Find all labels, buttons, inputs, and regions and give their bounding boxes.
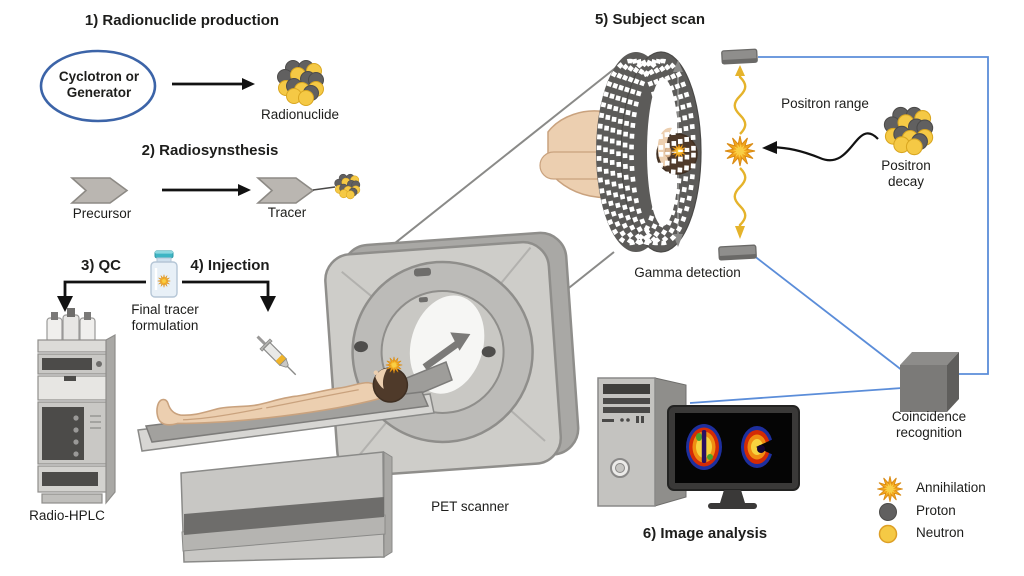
tracer-vial: [150, 250, 178, 298]
gamma-photon-up: [733, 65, 747, 135]
pet-brain-image-sagittal: [741, 426, 780, 468]
precursor-shape: [71, 177, 128, 204]
radio-hplc-instrument: [37, 308, 116, 505]
tracer-shape: [257, 173, 361, 204]
hplc-bottles: [46, 308, 96, 343]
scanner-bed: [137, 391, 435, 563]
arrow-radiosynthesis: [162, 184, 251, 196]
detector-crystals: [596, 58, 696, 246]
step6-title: 6) Image analysis: [642, 525, 768, 542]
arrow-production: [172, 78, 255, 90]
detector-block-top: [721, 48, 758, 65]
patient: [156, 367, 409, 426]
gamma-detector-ring: [596, 51, 702, 253]
syringe: [256, 335, 297, 376]
pet-scanner-gantry: [324, 231, 580, 477]
coincidence-label: Coincidence recognition: [869, 409, 989, 441]
pet-brain-image-axial: [686, 424, 722, 470]
step5-title: 5) Subject scan: [594, 11, 706, 28]
bore-arrow: [422, 332, 471, 371]
pet-scanner-label: PET scanner: [431, 499, 509, 514]
positron-decay-label: Positron decay: [866, 158, 946, 190]
final-tracer-line2: formulation: [131, 318, 199, 333]
positron-decay-nucleus: [883, 106, 934, 156]
arrow-qc: [57, 280, 146, 312]
final-tracer-line1: Final tracer: [131, 302, 199, 317]
gamma-photon-down: [733, 167, 747, 239]
step4-title: 4) Injection: [190, 257, 270, 274]
coincidence-line1: Coincidence: [891, 409, 967, 424]
step2-title: 2) Radiosynsthesis: [141, 142, 279, 159]
cyclotron-label-line1: Cyclotron or: [58, 69, 140, 84]
precursor-label: Precursor: [72, 206, 132, 221]
proton-icon: [879, 503, 897, 521]
tracer-label: Tracer: [267, 205, 307, 220]
legend-proton-label: Proton: [916, 503, 956, 518]
annihilation-starburst: [724, 135, 756, 167]
positron-decay-line2: decay: [887, 174, 925, 189]
step3-title: 3) QC: [80, 257, 121, 274]
positron-range-arrow: [762, 132, 879, 162]
radionuclide-label: Radionuclide: [260, 107, 340, 122]
legend-annihilation-label: Annihilation: [916, 480, 986, 495]
final-tracer-label: Final tracer formulation: [117, 302, 213, 334]
radionuclide-cluster: [277, 60, 324, 106]
coincidence-cube: [900, 352, 959, 412]
annihilation-icon: [876, 475, 904, 503]
positron-decay-line1: Positron: [881, 158, 931, 173]
legend-glyphs: [876, 475, 904, 544]
gamma-detection-label: Gamma detection: [634, 265, 741, 280]
positron-range-label: Positron range: [781, 96, 869, 111]
cyclotron-label: Cyclotron or Generator: [48, 69, 150, 101]
coincidence-line2: recognition: [895, 425, 963, 440]
cyclotron-label-line2: Generator: [66, 85, 132, 100]
computer-tower: [597, 377, 656, 507]
cyclotron-ellipse: [39, 49, 157, 123]
detector-block-bottom: [718, 244, 757, 261]
radio-hplc-label: Radio-HPLC: [29, 508, 105, 523]
legend-neutron-label: Neutron: [916, 525, 965, 540]
neutron-icon: [878, 524, 898, 544]
step1-title: 1) Radionuclide production: [84, 12, 280, 29]
arrow-injection: [182, 280, 276, 312]
analysis-workstation: [597, 377, 800, 509]
coincidence-connectors: [689, 56, 989, 404]
